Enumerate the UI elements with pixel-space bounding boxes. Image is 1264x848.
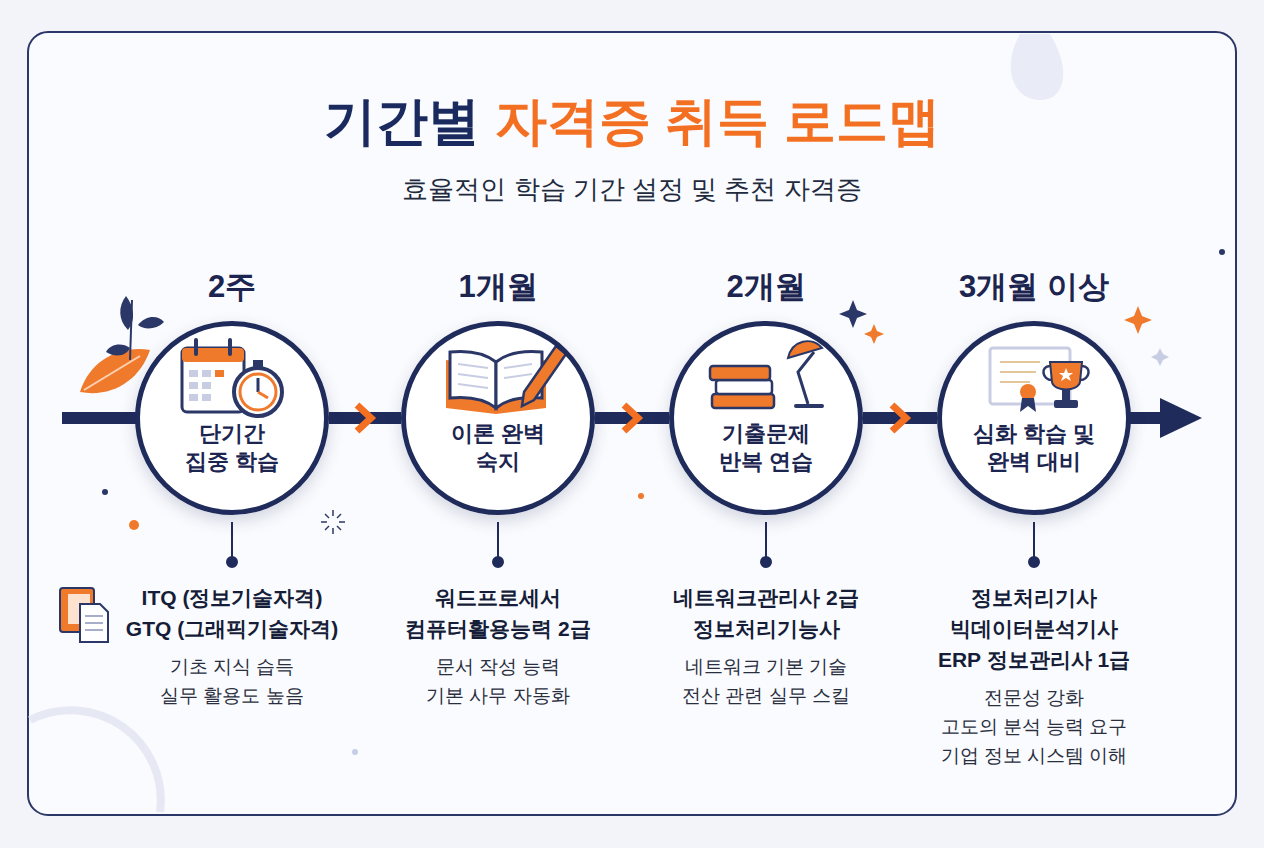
- timeline-connector: [329, 412, 401, 424]
- period-heading: 2주: [208, 266, 256, 308]
- stage-circle: 2주단기간 집중 학습: [135, 321, 329, 515]
- certificate-trophy-icon: [990, 348, 1089, 412]
- cert-description: 전산 관련 실무 스킬: [682, 681, 850, 710]
- cert-description: 네트워크 기본 기술: [685, 652, 848, 681]
- card-frame: [28, 32, 1236, 815]
- stage-circle: 1개월이론 완벽 숙지: [401, 321, 595, 515]
- cert-column: 정보처리기사빅데이터분석기사ERP 정보관리사 1급전문성 강화고도의 분석 능…: [884, 582, 1184, 770]
- cert-description: 기본 사무 자동화: [426, 681, 570, 710]
- book-pencil-icon: [446, 346, 566, 414]
- bg-arc: [30, 710, 161, 812]
- cert-name: ITQ (정보기술자격): [142, 582, 323, 613]
- stage-label: 기출문제 반복 연습: [714, 420, 818, 476]
- cert-description: 고도의 분석 능력 요구: [941, 712, 1128, 741]
- cert-description: 기초 지식 습득: [170, 652, 295, 681]
- sparkle-decoration: [102, 249, 1225, 755]
- cert-name: GTQ (그래픽기술자격): [126, 613, 338, 644]
- timeline-connector: [863, 412, 937, 424]
- cert-description: 실무 활용도 높음: [160, 681, 304, 710]
- books-lamp-icon: [710, 341, 822, 408]
- cert-column: 워드프로세서컴퓨터활용능력 2급문서 작성 능력기본 사무 자동화: [348, 582, 648, 710]
- cert-description: 기업 정보 시스템 이해: [941, 741, 1128, 770]
- stage-label: 단기간 집중 학습: [180, 420, 284, 476]
- period-heading: 3개월 이상: [959, 266, 1109, 308]
- stage-label: 심화 학습 및 완벽 대비: [967, 420, 1101, 476]
- cert-name: 컴퓨터활용능력 2급: [405, 613, 591, 644]
- stage-label: 이론 완벽 숙지: [446, 420, 550, 476]
- cert-name: 빅데이터분석기사: [950, 613, 1118, 644]
- cert-name: ERP 정보관리사 1급: [938, 644, 1130, 675]
- timeline-connector: [595, 412, 669, 424]
- period-heading: 2개월: [726, 266, 805, 308]
- circle-fill: [137, 323, 1129, 513]
- cert-name: 네트워크관리사 2급: [673, 582, 859, 613]
- timeline-bar: [1128, 412, 1164, 424]
- timeline-bar: [62, 412, 140, 424]
- document-icon: [60, 588, 108, 642]
- subtitle: 효율적인 학습 기간 설정 및 추천 자격증: [0, 172, 1264, 207]
- title-wrap: 기간별 자격증 취득 로드맵: [0, 88, 1264, 154]
- cert-column: ITQ (정보기술자격)GTQ (그래픽기술자격) 기초 지식 습득실무 활용도 …: [82, 582, 382, 710]
- cert-name: 정보처리기능사: [693, 613, 840, 644]
- period-heading: 1개월: [458, 266, 537, 308]
- cert-name: 워드프로세서: [435, 582, 561, 613]
- stage-circle: 3개월 이상심화 학습 및 완벽 대비: [937, 321, 1131, 515]
- page-title: 기간별 자격증 취득 로드맵: [324, 88, 939, 154]
- cert-description: 문서 작성 능력: [436, 652, 561, 681]
- timeline-arrowhead: [1160, 398, 1202, 438]
- calendar-stopwatch-icon: [182, 340, 282, 416]
- cert-description: 전문성 강화: [984, 683, 1084, 712]
- cert-column: 네트워크관리사 2급정보처리기능사네트워크 기본 기술전산 관련 실무 스킬: [616, 582, 916, 710]
- stage-circle: 2개월기출문제 반복 연습: [669, 321, 863, 515]
- bg-blob: [1011, 34, 1063, 100]
- cert-name: 정보처리기사: [971, 582, 1097, 613]
- leader-line: [227, 522, 1039, 567]
